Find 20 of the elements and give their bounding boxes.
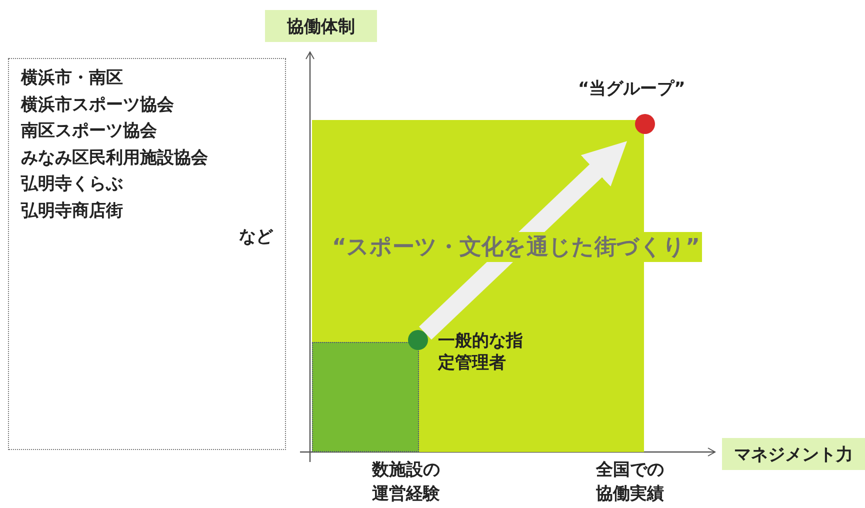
axis-title-box [722,438,865,470]
list-item: 弘明寺商店街 [21,200,124,222]
list-item: 弘明寺くらぶ [21,173,124,196]
note-text: など [238,226,273,249]
node-caption: “当グループ” [578,78,686,100]
arrow [419,141,628,340]
axis-title: 協働体制 [287,16,355,38]
list-item: 横浜市スポーツ協会 [21,94,175,116]
axis-tick-label: 全国での協働実績 [596,459,665,506]
dot [635,114,655,134]
list-item: 南区スポーツ協会 [21,120,158,143]
list-item: 横浜市・南区 [21,67,124,90]
area-box [312,342,419,452]
axis-title-box [265,10,377,42]
list-item: みなみ区民利用施設協会 [21,146,209,170]
axis-tick-label: 数施設の運営経験 [372,459,441,506]
list-box [8,58,286,450]
axis-title: マネジメント力 [734,444,853,466]
node-caption: 一般的な指定管理者 [438,330,524,374]
dot [408,330,428,350]
